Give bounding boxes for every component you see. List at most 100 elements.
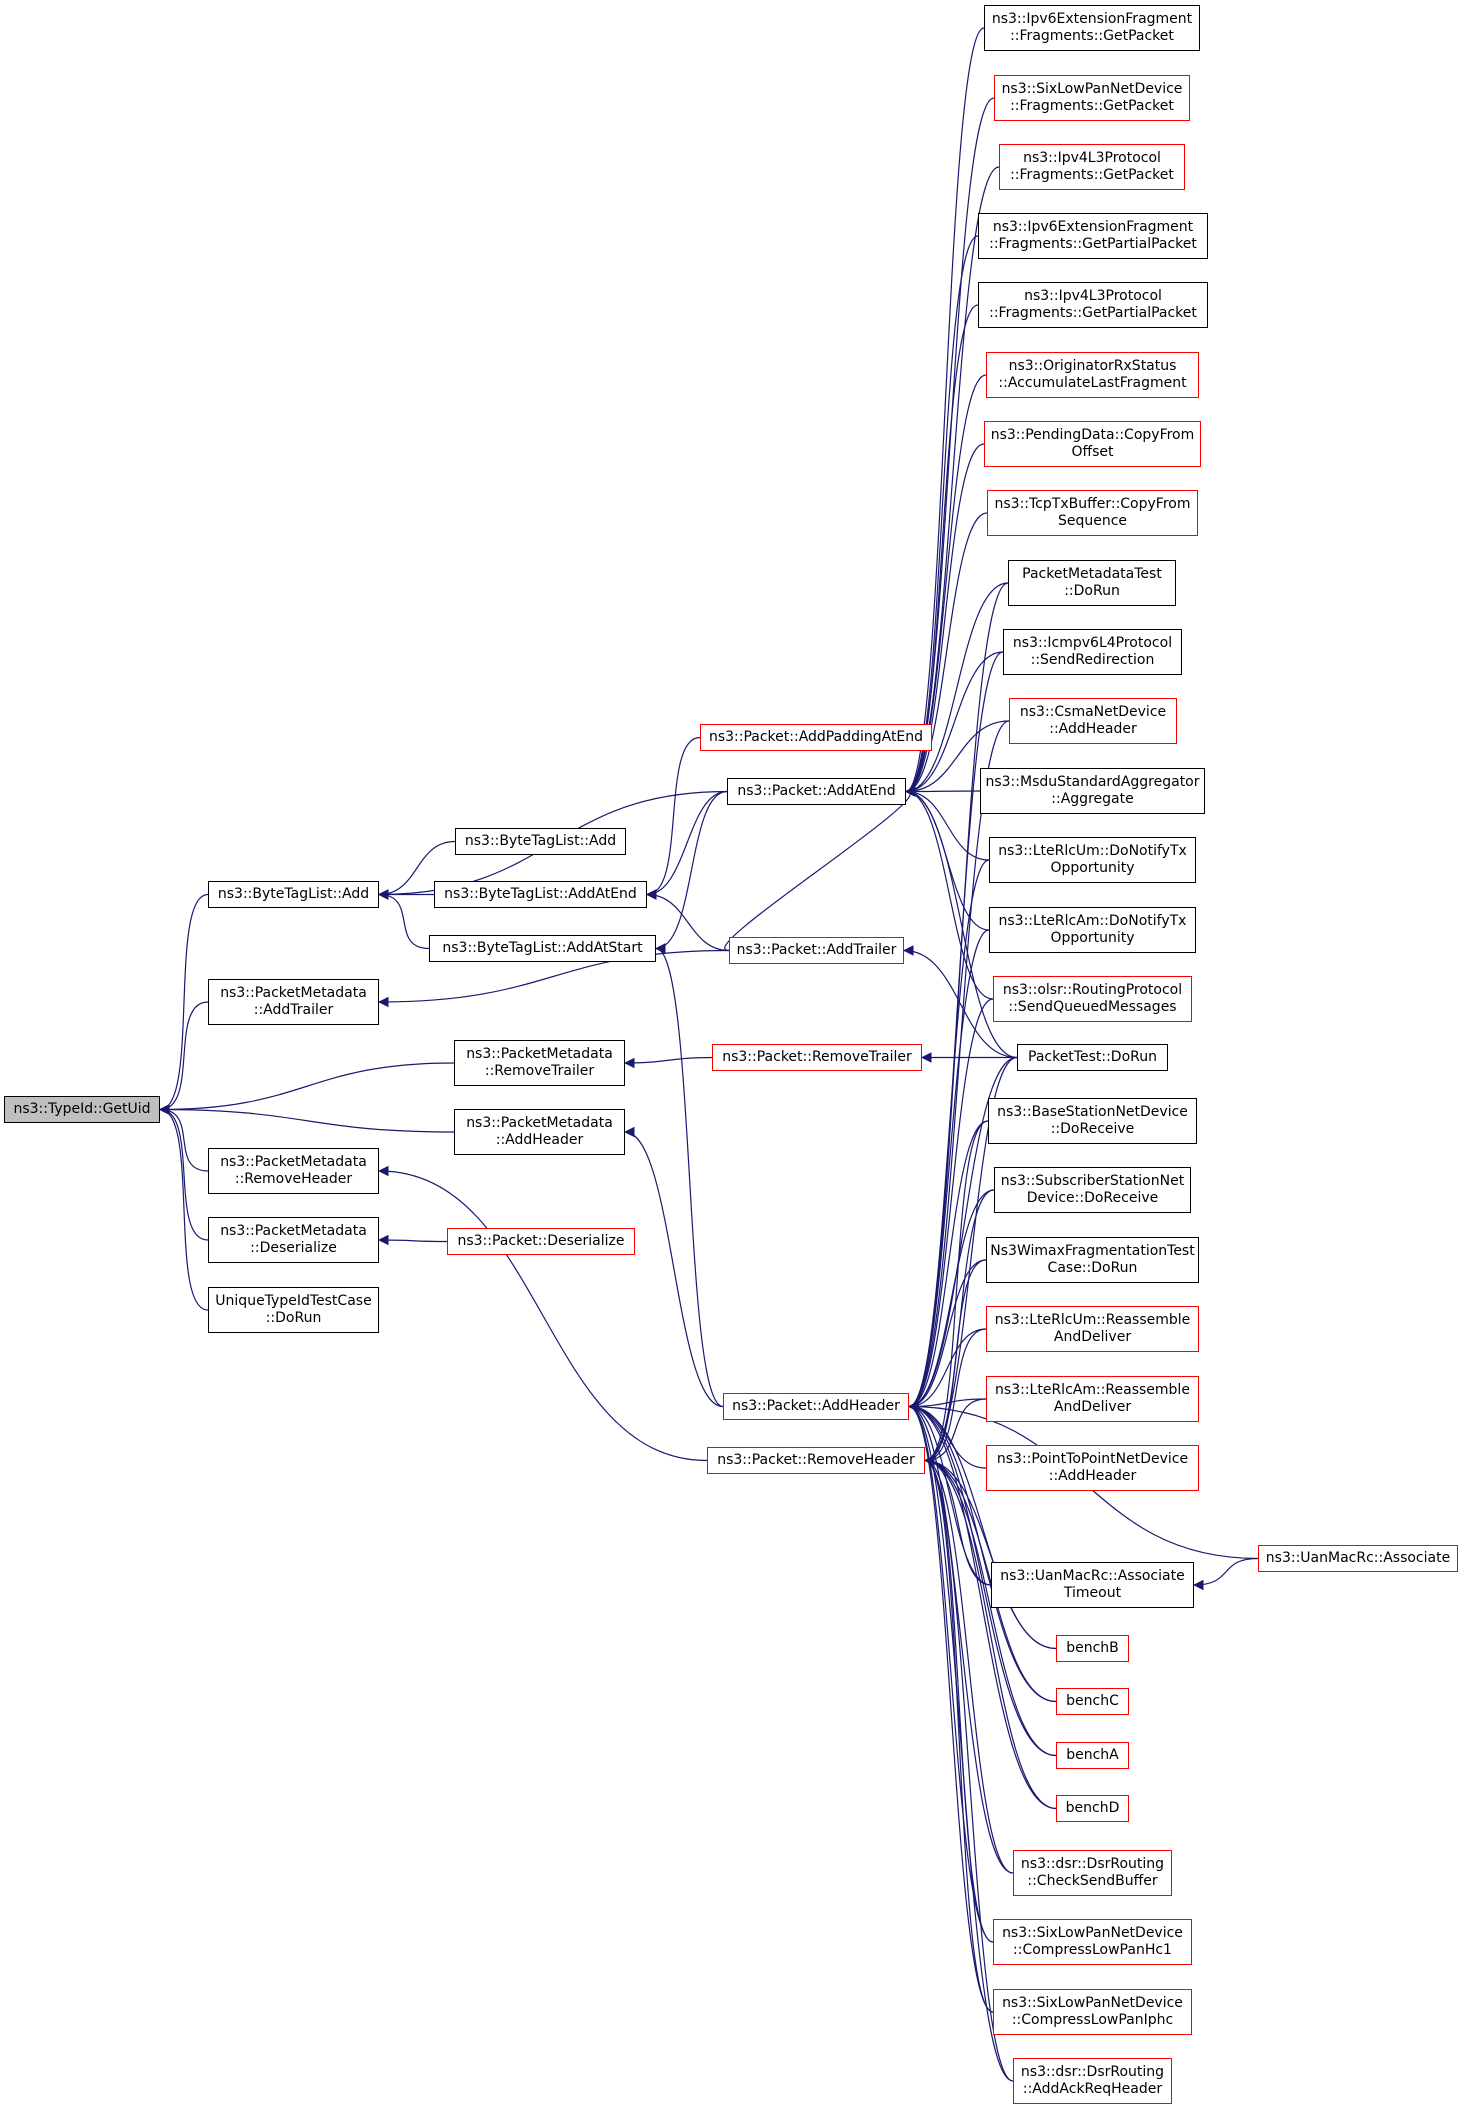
call-edge <box>904 374 987 797</box>
call-edge <box>923 1455 1057 1703</box>
graph-node-n4[interactable]: ns3::PacketMetadata::AddHeader <box>454 1109 625 1155</box>
graph-node-n32[interactable]: ns3::olsr::RoutingProtocol::SendQueuedMe… <box>993 976 1192 1022</box>
graph-node-n46[interactable]: ns3::dsr::DsrRouting::CheckSendBuffer <box>1013 1850 1172 1896</box>
node-label-line: ::Aggregate <box>1051 791 1134 807</box>
node-label-line: ns3::Ipv6ExtensionFragment <box>992 219 1194 235</box>
graph-node-n17[interactable]: ns3::Packet::RemoveHeader <box>707 1447 925 1474</box>
graph-node-n10[interactable]: ns3::ByteTagList::AddAtStart <box>429 935 656 962</box>
graph-node-n28[interactable]: ns3::CsmaNetDevice::AddHeader <box>1009 698 1177 744</box>
call-edge <box>907 1259 987 1412</box>
graph-node-n13[interactable]: ns3::Packet::AddTrailer <box>729 937 904 964</box>
call-edge <box>645 889 730 952</box>
graph-node-n49[interactable]: ns3::dsr::DsrRouting::AddAckReqHeader <box>1013 2058 1172 2104</box>
graph-node-n42[interactable]: benchB <box>1056 1635 1129 1662</box>
node-label-line: ns3::LteRlcUm::DoNotifyTx <box>998 843 1187 859</box>
node-label-line: ns3::LteRlcAm::DoNotifyTx <box>998 913 1187 929</box>
node-label-line: ns3::PacketMetadata <box>466 1115 613 1131</box>
node-label-line: ns3::SixLowPanNetDevice <box>1002 1925 1183 1941</box>
graph-node-n45[interactable]: benchD <box>1056 1795 1129 1822</box>
node-label-line: ns3::Packet::AddAtEnd <box>737 783 896 799</box>
graph-node-n48[interactable]: ns3::SixLowPanNetDevice::CompressLowPanI… <box>993 1989 1192 2035</box>
call-edge <box>377 889 430 950</box>
node-label-line: ns3::Packet::RemoveTrailer <box>722 1049 912 1065</box>
graph-node-n18[interactable]: ns3::Ipv6ExtensionFragment::Fragments::G… <box>984 5 1200 51</box>
call-edge <box>907 1328 987 1412</box>
graph-node-n33[interactable]: PacketTest::DoRun <box>1017 1044 1168 1071</box>
graph-node-n14[interactable]: ns3::Packet::RemoveTrailer <box>712 1044 922 1071</box>
node-label-line: ns3::Ipv4L3Protocol <box>1023 150 1161 166</box>
graph-node-n23[interactable]: ns3::OriginatorRxStatus::AccumulateLastF… <box>986 352 1199 398</box>
call-edge <box>158 1001 209 1115</box>
node-label-line: PacketMetadataTest <box>1022 566 1162 582</box>
call-edge <box>923 1398 987 1466</box>
graph-node-n6[interactable]: ns3::PacketMetadata::Deserialize <box>208 1217 379 1263</box>
call-edge <box>907 1401 994 2013</box>
graph-node-n2[interactable]: ns3::PacketMetadata::AddTrailer <box>208 979 379 1025</box>
graph-node-n11[interactable]: ns3::Packet::AddPaddingAtEnd <box>700 724 932 751</box>
graph-node-n20[interactable]: ns3::Ipv4L3Protocol::Fragments::GetPacke… <box>999 144 1185 190</box>
graph-node-n34[interactable]: ns3::BaseStationNetDevice::DoReceive <box>988 1098 1197 1144</box>
call-edge <box>654 943 724 1408</box>
node-label-line: ::Deserialize <box>250 1240 337 1256</box>
graph-node-n41[interactable]: ns3::UanMacRc::Associate <box>1258 1545 1458 1572</box>
call-edge <box>907 1401 1057 1757</box>
graph-node-n16[interactable]: ns3::Packet::AddHeader <box>723 1393 909 1420</box>
graph-node-n3[interactable]: ns3::PacketMetadata::RemoveTrailer <box>454 1040 625 1086</box>
graph-node-n22[interactable]: ns3::Ipv4L3Protocol::Fragments::GetParti… <box>978 282 1208 328</box>
call-edge <box>377 1165 708 1462</box>
graph-node-n39[interactable]: ns3::PointToPointNetDevice::AddHeader <box>986 1445 1199 1491</box>
node-label-line: ns3::dsr::DsrRouting <box>1020 1856 1165 1872</box>
call-edge <box>904 235 979 797</box>
graph-node-n44[interactable]: benchA <box>1056 1742 1129 1769</box>
node-label-line: Opportunity <box>1050 860 1135 876</box>
node-label-line: ns3::Icmpv6L4Protocol <box>1012 635 1173 651</box>
graph-node-n9[interactable]: ns3::ByteTagList::AddAtEnd <box>434 881 647 908</box>
graph-node-n29[interactable]: ns3::MsduStandardAggregator::Aggregate <box>980 768 1205 814</box>
graph-node-n19[interactable]: ns3::SixLowPanNetDevice::Fragments::GetP… <box>994 75 1190 121</box>
node-label-line: ns3::LteRlcAm::Reassemble <box>995 1382 1190 1398</box>
node-label-line: ns3::Packet::RemoveHeader <box>717 1452 915 1468</box>
call-edge <box>923 1455 994 2013</box>
call-edge <box>904 166 1000 797</box>
graph-node-n15[interactable]: ns3::Packet::Deserialize <box>447 1228 635 1255</box>
call-edge <box>923 1259 987 1466</box>
graph-node-n47[interactable]: ns3::SixLowPanNetDevice::CompressLowPanH… <box>993 1919 1192 1965</box>
node-label-line: ns3::SixLowPanNetDevice <box>1001 81 1183 97</box>
node-label-line: ns3::dsr::DsrRouting <box>1020 2064 1165 2080</box>
graph-node-n21[interactable]: ns3::Ipv6ExtensionFragment::Fragments::G… <box>978 213 1208 259</box>
node-label-line: Case::DoRun <box>1047 1260 1138 1276</box>
node-label-line: UniqueTypeIdTestCase <box>215 1293 372 1309</box>
node-label-line: ::Fragments::GetPartialPacket <box>989 305 1197 321</box>
graph-node-n1[interactable]: ns3::ByteTagList::Add <box>208 881 379 908</box>
call-edge <box>923 1455 1057 1650</box>
call-edge <box>377 1234 448 1246</box>
node-label-line: ::AddHeader <box>1048 1468 1137 1484</box>
graph-node-n12[interactable]: ns3::Packet::AddAtEnd <box>727 778 906 805</box>
graph-node-n5[interactable]: ns3::PacketMetadata::RemoveHeader <box>208 1148 379 1194</box>
call-edge <box>623 1056 713 1069</box>
graph-node-n8[interactable]: ns3::ByteTagList::Add <box>455 828 626 855</box>
graph-node-n27[interactable]: ns3::Icmpv6L4Protocol::SendRedirection <box>1003 629 1182 675</box>
node-label-line: ns3::PacketMetadata <box>220 1223 367 1239</box>
graph-node-n26[interactable]: PacketMetadataTest::DoRun <box>1008 560 1176 606</box>
node-label-line: ::CheckSendBuffer <box>1027 1873 1158 1889</box>
graph-node-n7[interactable]: UniqueTypeIdTestCase::DoRun <box>208 1287 379 1333</box>
node-label-line: ns3::Ipv4L3Protocol <box>1024 288 1162 304</box>
node-label-line: benchD <box>1065 1800 1120 1816</box>
node-label-line: PacketTest::DoRun <box>1028 1049 1157 1065</box>
node-label-line: benchB <box>1066 1640 1119 1656</box>
graph-node-n43[interactable]: benchC <box>1056 1688 1129 1715</box>
call-edge <box>645 736 701 900</box>
node-label-line: ::DoRun <box>1064 583 1120 599</box>
node-label-line: Sequence <box>1057 513 1128 529</box>
